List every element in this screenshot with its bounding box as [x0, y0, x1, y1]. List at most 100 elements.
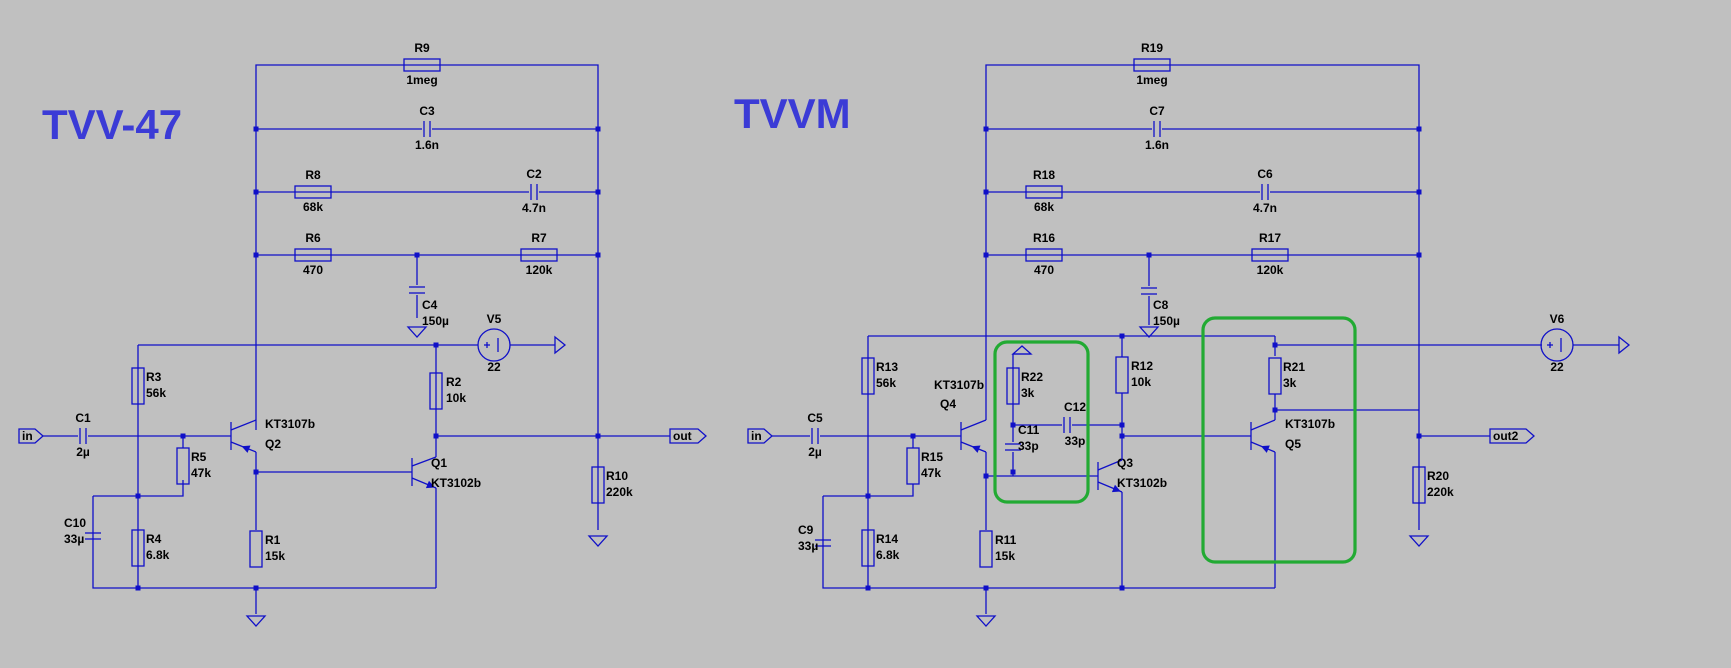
supply-arrow [554, 335, 567, 355]
ground-symbol [587, 535, 609, 547]
capacitor-gap [1062, 416, 1072, 434]
component-value: 22 [487, 360, 501, 374]
transistor-name: Q1 [431, 456, 447, 470]
resistor-body [176, 447, 190, 485]
wire [1274, 336, 1542, 346]
transistor-part-number: KT3102b [1117, 476, 1167, 490]
component-name: R10 [606, 469, 628, 483]
wire [1274, 394, 1419, 411]
transistor-collector [230, 419, 257, 431]
transistor-arrow [425, 480, 435, 489]
port-out: out [669, 428, 707, 444]
junction-dot [1416, 433, 1422, 439]
capacitor-gap [1004, 442, 1022, 452]
junction-dot [983, 252, 989, 258]
port-out2: out2 [1489, 428, 1535, 444]
supply-arrow-head [1618, 335, 1631, 355]
component-name: R20 [1427, 469, 1449, 483]
junction-dot [983, 189, 989, 195]
port-label: in [751, 429, 762, 443]
component-value: 15k [995, 549, 1015, 563]
component-name: C1 [75, 411, 91, 425]
junction-dot [595, 189, 601, 195]
component-value: 10k [1131, 375, 1151, 389]
junction-dot [595, 252, 601, 258]
junction-dot [910, 433, 916, 439]
component-name: R8 [305, 168, 321, 182]
component-name: R18 [1033, 168, 1055, 182]
component-value: 120k [1257, 263, 1284, 277]
component-value: 150µ [1153, 314, 1180, 328]
capacitor-gap [1260, 183, 1270, 201]
resistor-body [906, 447, 920, 485]
component-value: 6.8k [146, 548, 170, 562]
component-name: R19 [1141, 41, 1163, 55]
component-name: R13 [876, 360, 898, 374]
capacitor-gap [810, 427, 820, 445]
component-value: 220k [1427, 485, 1454, 499]
component-value: 120k [526, 263, 553, 277]
component-value: 68k [1034, 200, 1054, 214]
component-value: 150µ [422, 314, 449, 328]
component-value: 2µ [808, 445, 822, 459]
voltage-source-body [477, 328, 511, 362]
resistor-body [1006, 367, 1020, 405]
resistor-body [294, 248, 332, 262]
component-name: C11 [1018, 423, 1040, 437]
component-value: 33p [1018, 439, 1039, 453]
transistor-Q5 [1250, 419, 1276, 453]
junction-dot [253, 252, 259, 258]
ground-triangle [975, 615, 997, 627]
component-value: 470 [1034, 263, 1054, 277]
junction-dot [865, 585, 871, 591]
resistor-body [1412, 466, 1426, 504]
component-name: R1 [265, 533, 281, 547]
capacitor-gap [422, 120, 432, 138]
transistor-part-number: KT3107b [934, 378, 984, 392]
component-name: R22 [1021, 370, 1043, 384]
junction-dot [1119, 585, 1125, 591]
component-name: C12 [1064, 400, 1086, 414]
port-flag [747, 428, 773, 444]
transistor-name: Q4 [940, 397, 956, 411]
port-flag [18, 428, 44, 444]
component-value: 22 [1550, 360, 1564, 374]
component-name: R6 [305, 231, 321, 245]
transistor-Q4 [960, 419, 987, 453]
port-flag [1489, 428, 1535, 444]
ground-triangle [1408, 535, 1430, 547]
transistor-name: Q5 [1285, 437, 1301, 451]
component-value: 2µ [76, 445, 90, 459]
ground-symbol [975, 615, 997, 627]
component-value: 1.6n [1145, 138, 1169, 152]
component-name: C10 [64, 516, 86, 530]
transistor-name: Q2 [265, 437, 281, 451]
port-label: out2 [1493, 429, 1519, 443]
resistor-body [1133, 58, 1171, 72]
resistor-body [861, 357, 875, 395]
ground-symbol [1138, 326, 1160, 338]
junction-dot [433, 342, 439, 348]
component-name: C3 [419, 104, 435, 118]
junction-dot [180, 433, 186, 439]
transistor-collector [1097, 459, 1123, 471]
junction-dot [433, 433, 439, 439]
